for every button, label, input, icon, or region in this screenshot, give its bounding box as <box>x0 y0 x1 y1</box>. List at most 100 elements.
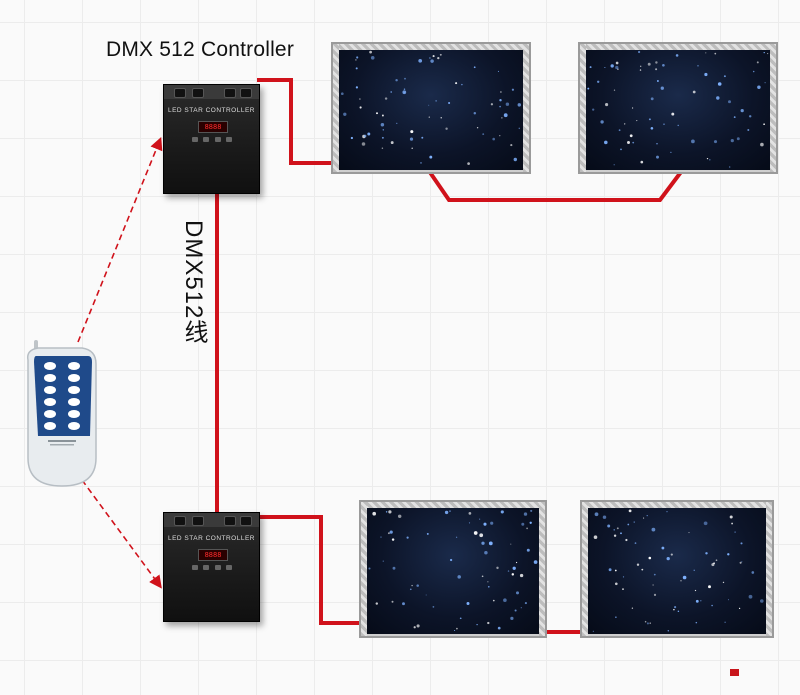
star-light <box>622 576 625 578</box>
star-light <box>677 610 680 613</box>
star-light <box>355 67 358 70</box>
star-light <box>449 510 451 512</box>
star-light <box>363 134 367 138</box>
star-light <box>650 97 654 101</box>
star-light <box>660 86 664 90</box>
star-light <box>501 117 503 119</box>
port-icon <box>240 516 252 526</box>
star-field <box>587 50 769 168</box>
star-light <box>523 512 528 516</box>
star-light <box>627 523 630 526</box>
star-light <box>663 123 665 126</box>
truss-frame <box>580 44 776 50</box>
star-light <box>655 61 658 64</box>
star-light <box>628 509 632 513</box>
star-light <box>656 155 659 159</box>
star-light <box>503 113 508 118</box>
star-light <box>632 107 634 109</box>
star-light <box>503 598 507 602</box>
star-light <box>426 532 429 535</box>
star-light <box>370 55 375 60</box>
star-light <box>703 521 708 526</box>
star-light <box>533 560 538 564</box>
star-light <box>437 56 440 60</box>
star-light <box>587 87 590 90</box>
controller-port-strip <box>164 85 259 99</box>
star-light <box>481 575 484 578</box>
controller-buttons <box>192 565 232 571</box>
star-light <box>677 124 679 127</box>
star-light <box>432 55 435 58</box>
controller-display: 8888 <box>198 549 228 561</box>
star-light <box>482 133 485 135</box>
star-light <box>602 515 607 519</box>
star-light <box>515 591 520 595</box>
truss-frame <box>582 502 772 508</box>
star-light <box>736 137 740 141</box>
star-light <box>708 585 711 589</box>
star-light <box>695 599 699 603</box>
star-light <box>519 573 524 578</box>
button-icon <box>214 137 221 142</box>
star-light <box>448 101 451 105</box>
star-light <box>748 594 753 599</box>
star-light <box>359 106 362 109</box>
star-light <box>428 104 430 106</box>
star-light <box>629 134 633 138</box>
star-light <box>647 62 651 66</box>
star-light <box>388 510 392 514</box>
star-light <box>487 581 489 583</box>
star-light <box>490 521 494 525</box>
button-icon <box>203 137 210 142</box>
button-icon <box>214 565 221 570</box>
button-icon <box>192 137 198 142</box>
star-light <box>396 122 398 124</box>
star-light <box>640 160 644 164</box>
star-light <box>757 85 761 89</box>
star-field <box>368 509 538 632</box>
star-light <box>507 570 510 572</box>
star-light <box>727 553 730 556</box>
star-light <box>632 141 635 144</box>
star-light <box>411 147 413 150</box>
star-light <box>487 621 490 625</box>
star-light <box>381 114 384 117</box>
wireless-arrow-to-controller-bottom <box>81 479 162 589</box>
star-light <box>367 132 371 136</box>
star-light <box>592 108 595 111</box>
star-light <box>641 568 644 571</box>
star-light <box>637 50 641 54</box>
star-light <box>497 70 499 72</box>
star-light <box>740 108 744 113</box>
star-light <box>355 59 357 61</box>
remote-control-icon <box>26 340 97 487</box>
panel-top-left <box>331 42 531 174</box>
wire-controller-bottom-to-panel-bottom-left <box>257 515 364 625</box>
port-icon <box>174 516 186 526</box>
star-light <box>616 527 619 530</box>
star-light <box>409 588 412 591</box>
star-light <box>751 571 755 574</box>
star-light <box>615 61 619 65</box>
truss-frame <box>523 44 529 172</box>
star-light <box>356 56 359 59</box>
star-light <box>640 65 642 67</box>
star-light <box>729 515 733 519</box>
star-light <box>705 52 707 54</box>
star-light <box>492 137 495 141</box>
star-light <box>767 53 769 55</box>
star-light <box>614 582 618 586</box>
star-light <box>516 561 518 564</box>
star-light <box>529 521 532 524</box>
star-light <box>476 127 479 129</box>
star-light <box>600 120 604 124</box>
star-light <box>714 52 717 55</box>
star-light <box>440 117 442 119</box>
truss-frame <box>539 502 545 636</box>
star-light <box>625 538 628 542</box>
star-light <box>459 617 462 620</box>
star-light <box>670 151 672 154</box>
star-light <box>454 629 456 632</box>
star-light <box>620 532 622 535</box>
star-light <box>691 139 695 144</box>
